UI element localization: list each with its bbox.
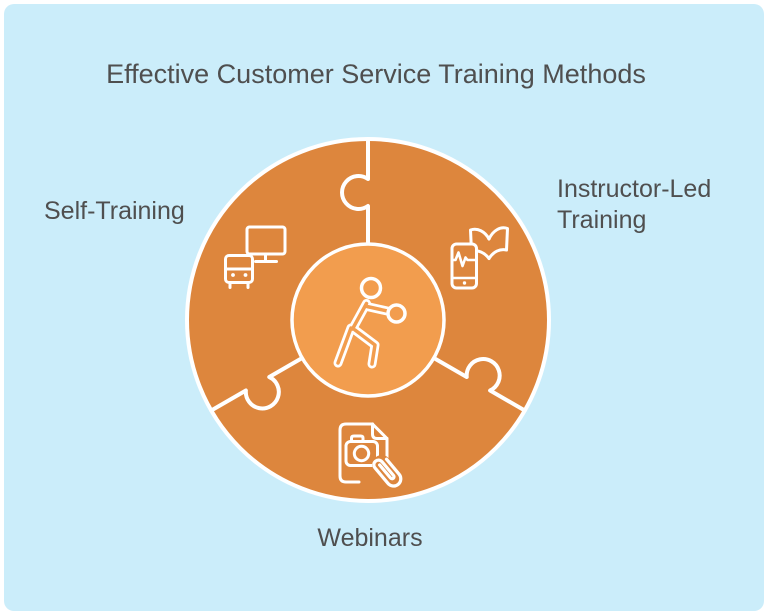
person-body-core: [336, 301, 392, 366]
document-fold: [371, 422, 389, 440]
console-dot-left: [231, 273, 235, 277]
person-head: [359, 276, 383, 300]
phone-home-button: [462, 281, 467, 285]
label-webinars: Webinars: [317, 524, 423, 552]
open-book-left-page: [469, 227, 491, 260]
camera-body: [344, 440, 379, 467]
puzzle-circle: [185, 137, 551, 503]
console-dot-right: [243, 273, 248, 277]
open-book-right-page: [487, 226, 509, 260]
exercising-person-icon: [333, 276, 407, 369]
page-title: Effective Customer Service Training Meth…: [106, 59, 646, 89]
document-camera-attachment-icon: [338, 422, 404, 490]
paperclip-wire: [372, 457, 403, 488]
divider-lower-left: [209, 355, 305, 413]
monitor-and-console-icon: [224, 225, 287, 289]
boxing-glove: [386, 303, 407, 324]
background-panel: Effective Customer Service Training Meth…: [4, 4, 764, 611]
label-self-training: Self-Training: [44, 197, 185, 225]
phone-heartbeat-and-open-book-icon: [450, 226, 509, 290]
camera-lens: [352, 444, 371, 463]
heartbeat-line: [451, 251, 478, 268]
puzzle-dividers: [209, 137, 527, 413]
center-circle: [290, 242, 446, 398]
paperclip: [372, 455, 404, 490]
document-outline: [338, 422, 374, 484]
divider-lower-right: [431, 356, 527, 413]
puzzle-diagram: [185, 137, 551, 503]
divider-top: [340, 137, 370, 246]
label-instructor-led-training: Instructor-Led Training: [557, 175, 712, 234]
camera-top: [350, 434, 365, 443]
